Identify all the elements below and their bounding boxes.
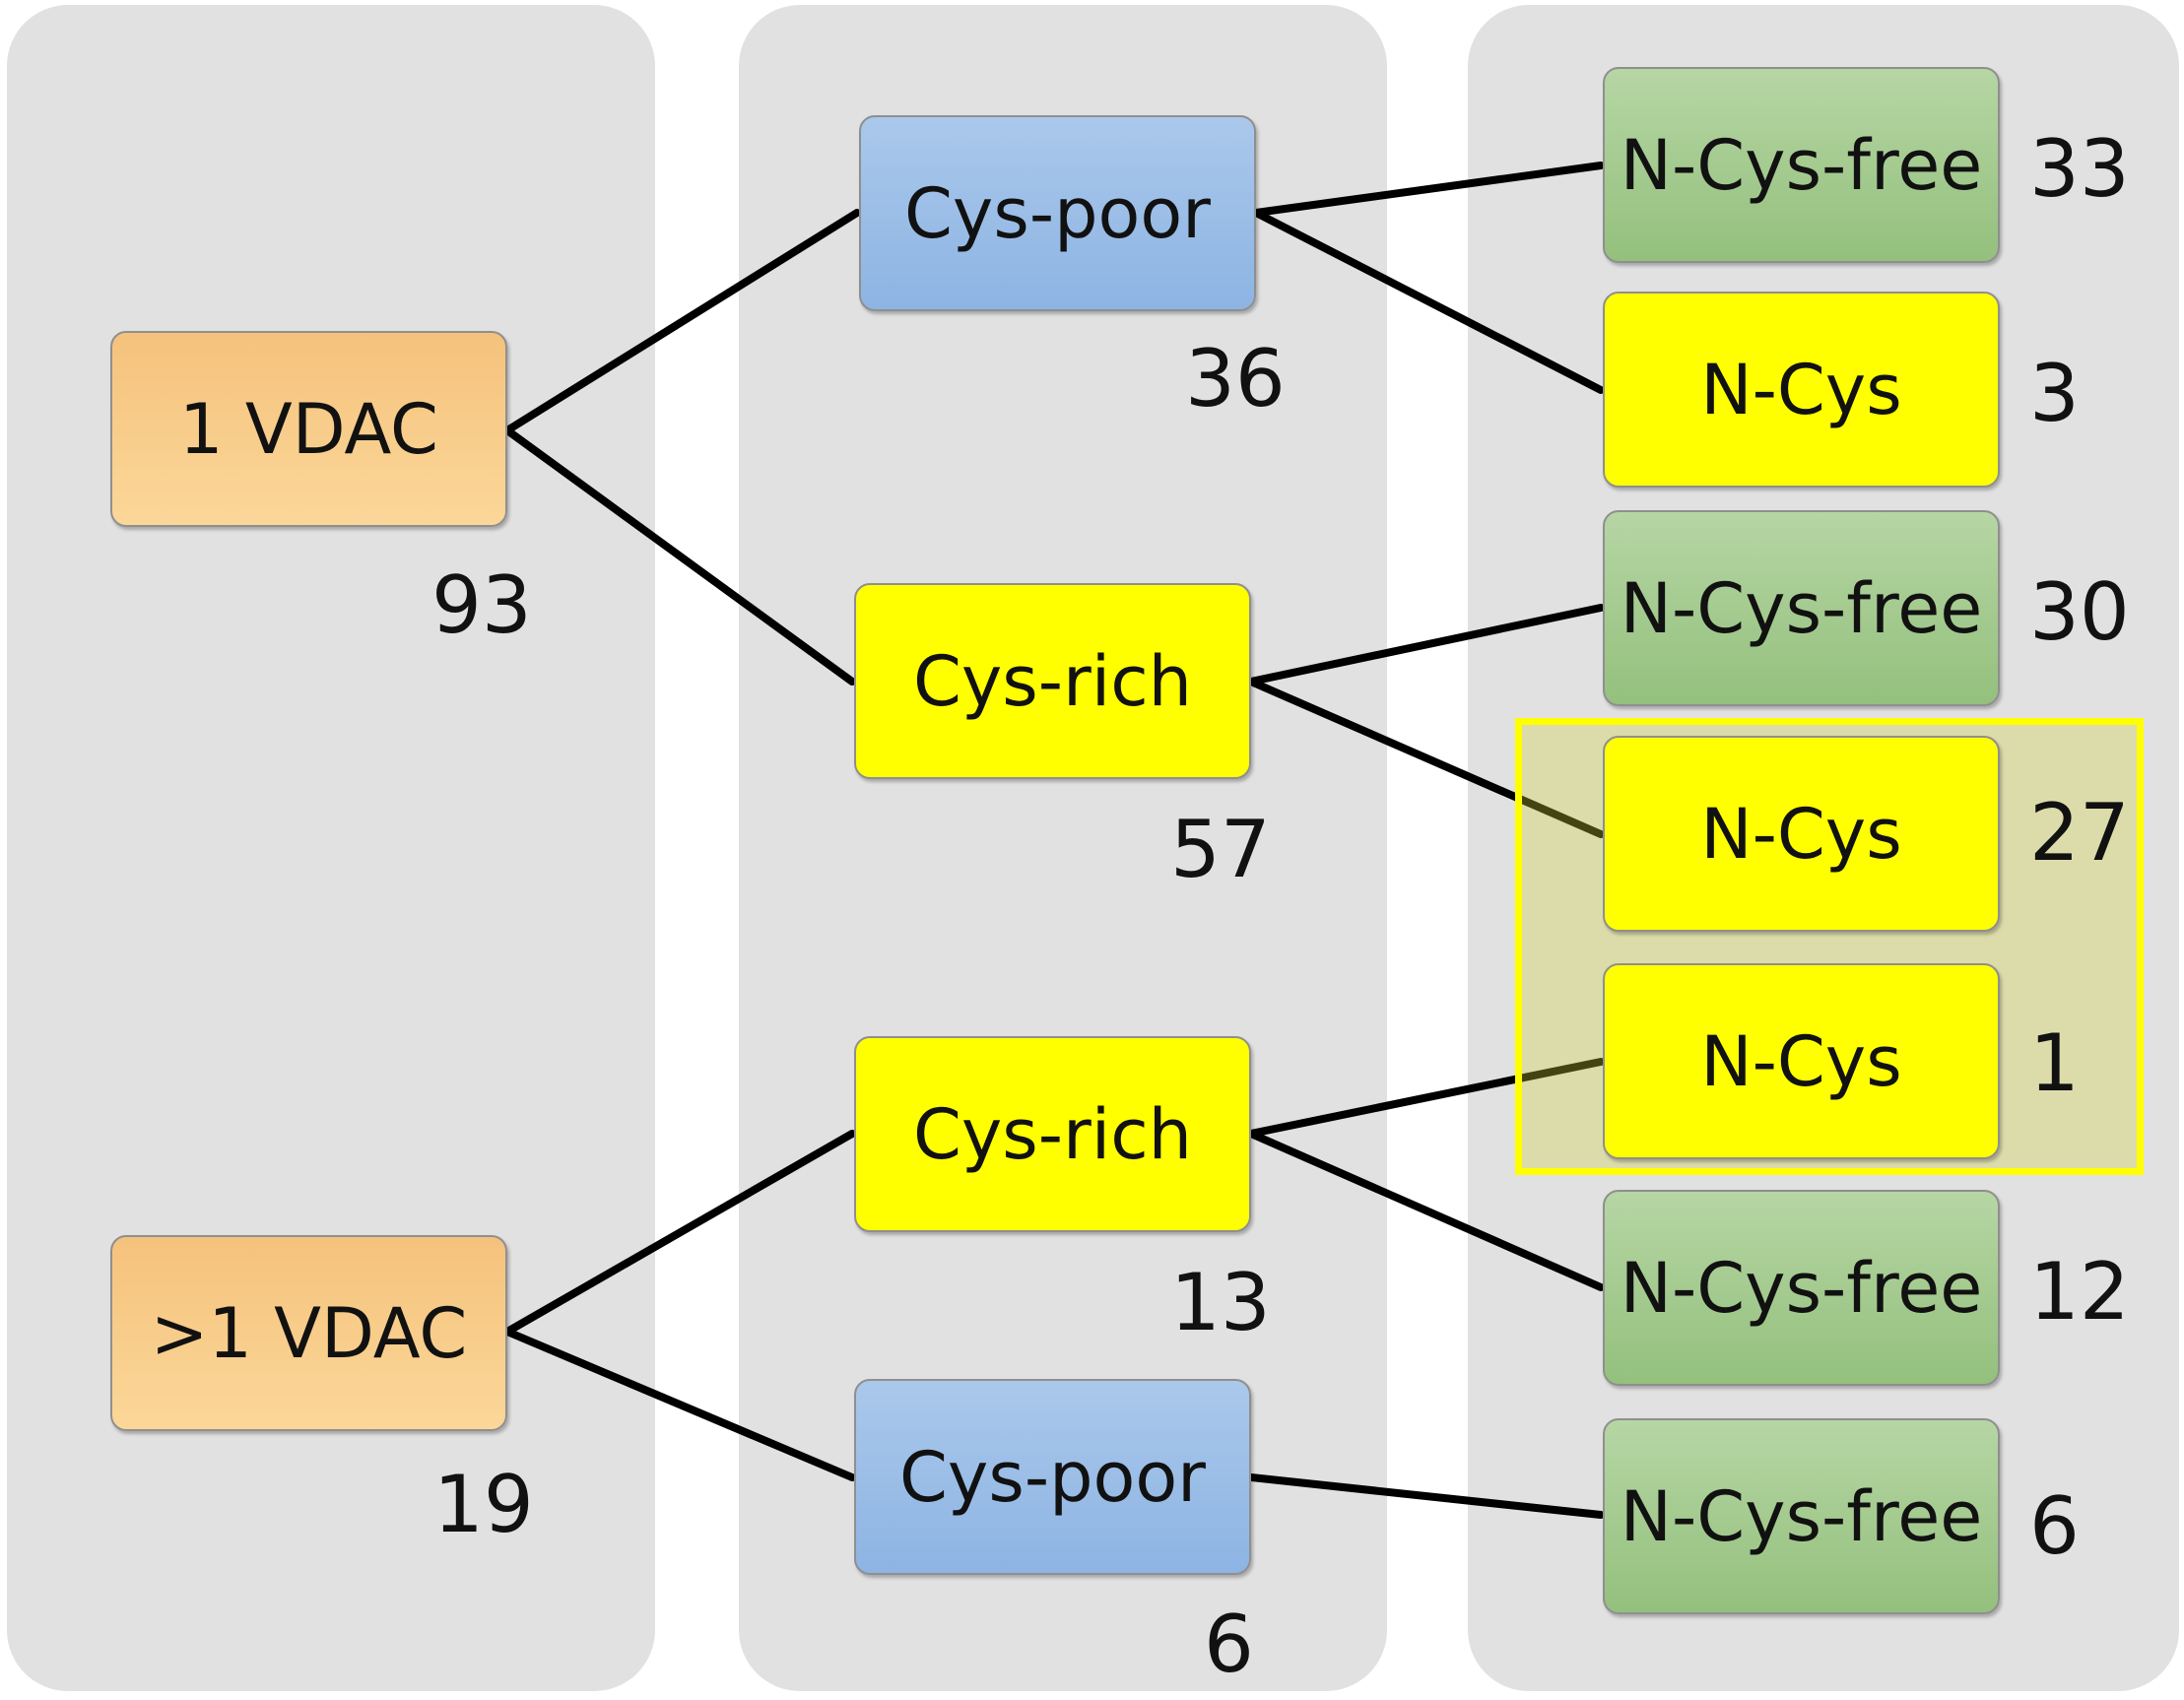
edge-cysrich-ncysfree	[1247, 604, 1605, 686]
node-label: N-Cys	[1700, 1020, 1902, 1102]
node-label: Cys-rich	[912, 1093, 1193, 1175]
node-label: >1 VDAC	[150, 1292, 468, 1374]
edge-cysrich-ncys	[1247, 678, 1605, 838]
edge-1vdac-cysrich	[503, 426, 856, 686]
node-label: N-Cys	[1700, 793, 1902, 875]
count-n-cys-3: 1	[2029, 1017, 2080, 1109]
node-label: N-Cys-free	[1620, 124, 1983, 206]
count-n-cys-1: 3	[2029, 348, 2080, 439]
edge-gt1vdac-cysrich	[503, 1130, 856, 1336]
node-label: Cys-rich	[912, 640, 1193, 722]
count-n-cys-free-2: 30	[2029, 566, 2130, 658]
edge-cyspoor-ncys	[1252, 209, 1605, 394]
node-n-cys-1: N-Cys	[1603, 292, 2000, 488]
count-cys-rich-2: 13	[1170, 1257, 1271, 1348]
count-n-cys-free-1: 33	[2029, 123, 2130, 215]
count-n-cys-free-3: 12	[2029, 1246, 2130, 1338]
node-n-cys-free-1: N-Cys-free	[1603, 67, 2000, 263]
node-cys-rich-1: Cys-rich	[854, 583, 1251, 779]
node-cys-poor-2: Cys-poor	[854, 1379, 1251, 1575]
node-1-vdac: 1 VDAC	[110, 331, 507, 527]
node-label: Cys-poor	[899, 1436, 1206, 1518]
node-label: N-Cys-free	[1620, 1475, 1983, 1557]
node-cys-poor-1: Cys-poor	[859, 115, 1256, 311]
count-gt1-vdac: 19	[433, 1459, 534, 1550]
count-cys-rich-1: 57	[1170, 804, 1271, 895]
edge-gt1vdac-cyspoor	[503, 1328, 856, 1481]
edge-cysrich2-ncysfree	[1247, 1130, 1605, 1291]
count-1-vdac: 93	[431, 559, 532, 651]
edge-cyspoor2-ncysfree	[1247, 1473, 1605, 1519]
node-label: N-Cys	[1700, 349, 1902, 430]
node-label: N-Cys-free	[1620, 1247, 1983, 1329]
node-n-cys-3: N-Cys	[1603, 963, 2000, 1159]
node-n-cys-2: N-Cys	[1603, 736, 2000, 932]
count-n-cys-2: 27	[2029, 787, 2130, 879]
node-label: N-Cys-free	[1620, 567, 1983, 649]
edge-cysrich2-ncys	[1247, 1058, 1605, 1138]
node-cys-rich-2: Cys-rich	[854, 1036, 1251, 1232]
node-gt1-vdac: >1 VDAC	[110, 1235, 507, 1431]
count-cys-poor-2: 6	[1204, 1599, 1254, 1690]
edge-1vdac-cyspoor	[503, 209, 861, 434]
count-cys-poor-1: 36	[1185, 333, 1286, 425]
node-label: Cys-poor	[904, 172, 1211, 254]
edge-cyspoor-ncysfree	[1252, 162, 1605, 217]
count-n-cys-free-4: 6	[2029, 1480, 2080, 1572]
node-n-cys-free-2: N-Cys-free	[1603, 510, 2000, 706]
node-label: 1 VDAC	[179, 388, 438, 470]
node-n-cys-free-3: N-Cys-free	[1603, 1190, 2000, 1386]
node-n-cys-free-4: N-Cys-free	[1603, 1418, 2000, 1614]
